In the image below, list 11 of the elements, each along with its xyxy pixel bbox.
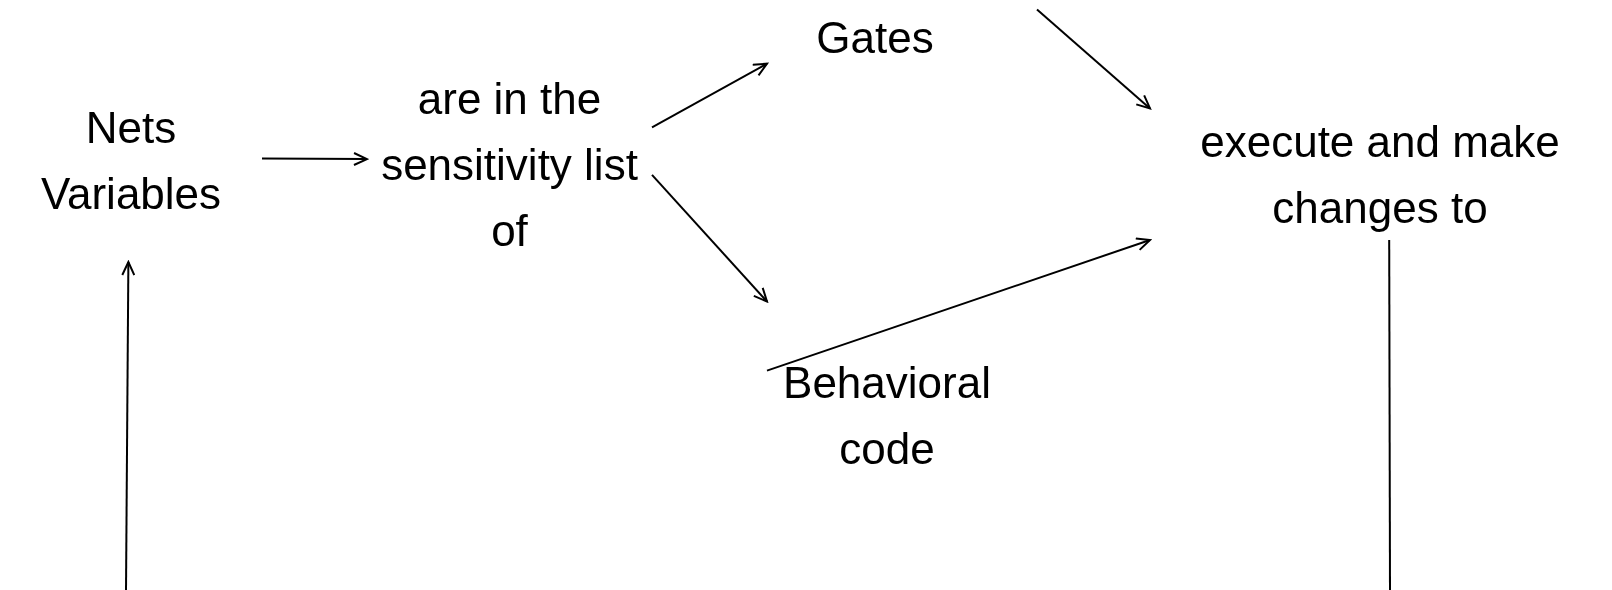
arrow [1036, 8, 1151, 110]
node-label: are in the sensitivity list of [380, 73, 639, 257]
arrow [766, 237, 1151, 372]
node-label: Gates [816, 12, 934, 64]
arrow [651, 173, 768, 303]
arrow [651, 62, 768, 129]
arrow [121, 261, 136, 590]
node-label: Behavioral code [782, 357, 992, 475]
arrow [261, 152, 368, 166]
node-label: execute and make changes to [1199, 116, 1561, 234]
node-label: Nets Variables [39, 102, 223, 220]
